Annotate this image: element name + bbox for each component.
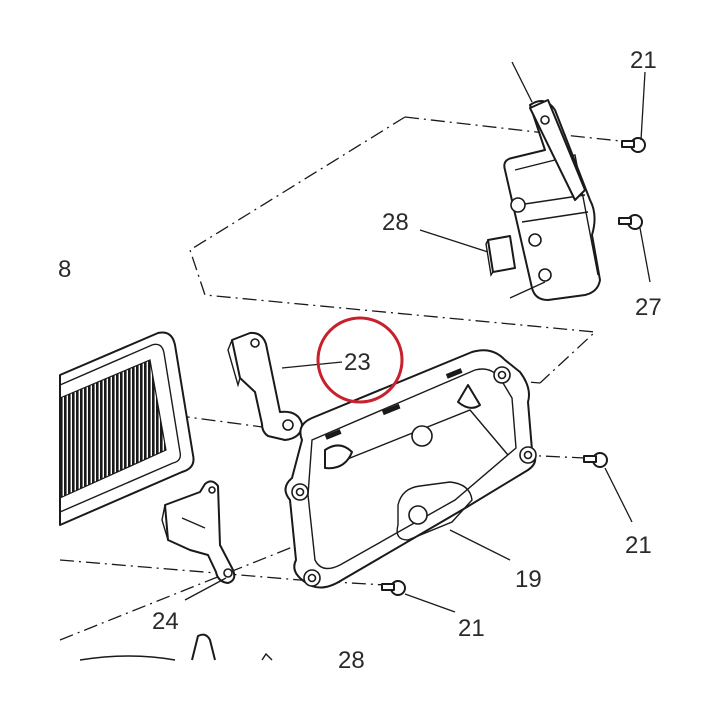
partial-part-bottom <box>79 633 273 661</box>
bracket-part-24 <box>161 480 236 584</box>
highlight-circle <box>316 316 404 404</box>
grille-panel-part <box>59 331 195 526</box>
callout-21-top: 21 <box>630 47 657 74</box>
bracket-part-23 <box>227 331 303 441</box>
callout-8: 8 <box>58 256 71 283</box>
callout-28-top: 28 <box>382 209 409 236</box>
screw-right-21 <box>583 452 608 468</box>
callout-28-bottom: 28 <box>338 647 365 674</box>
callout-19: 19 <box>515 566 542 593</box>
callout-27: 27 <box>635 294 662 321</box>
screw-bottom-21 <box>381 580 406 596</box>
callout-21-bottom: 21 <box>458 615 485 642</box>
callout-labels: 21 27 28 8 23 21 19 24 21 28 <box>58 47 662 674</box>
pad-part-28 <box>485 235 516 277</box>
screw-top-21 <box>621 137 646 153</box>
housing-part-19 <box>284 349 537 589</box>
callout-24: 24 <box>152 608 179 635</box>
callout-21-right: 21 <box>625 532 652 559</box>
latch-assembly-part <box>503 99 601 301</box>
screw-27 <box>618 214 643 230</box>
leader-lines <box>184 61 651 613</box>
callout-23: 23 <box>344 349 371 376</box>
